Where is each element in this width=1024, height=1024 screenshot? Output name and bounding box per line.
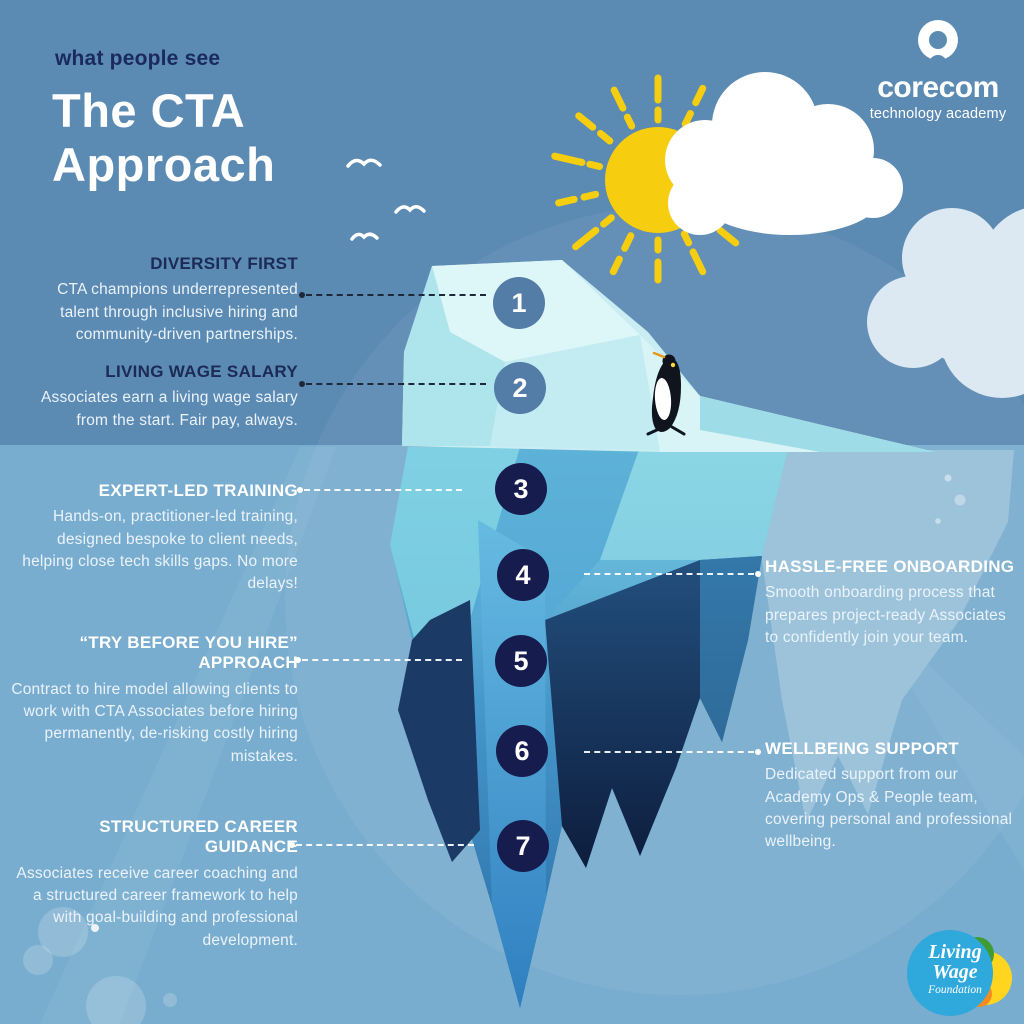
step-2-marker: 2	[494, 362, 546, 414]
step-2-label: LIVING WAGE SALARY Associates earn a liv…	[20, 362, 298, 432]
step-3-connector	[297, 487, 462, 493]
step-7-title: STRUCTURED CAREER GUIDANCE	[99, 817, 298, 857]
step-4-label: HASSLE-FREE ONBOARDING Smooth onboarding…	[765, 557, 1017, 649]
page-title-line1: The CTA	[52, 84, 246, 137]
living-wage-icon	[907, 930, 1012, 1016]
iceberg-underwater	[390, 447, 788, 1008]
penguin-icon	[646, 351, 686, 436]
bubbles	[23, 474, 966, 1024]
step-7-body: Associates receive career coaching and a…	[16, 864, 298, 949]
cloud-icon	[867, 208, 1024, 398]
living-wage-foundation-logo: Living Wage Foundation	[903, 928, 1019, 1020]
step-7-connector	[289, 842, 474, 848]
step-1-body: CTA champions underrepresented talent th…	[57, 281, 298, 344]
step-5-body: Contract to hire model allowing clients …	[11, 680, 298, 765]
step-3-title: EXPERT-LED TRAINING	[98, 481, 298, 500]
cloud-icon	[665, 72, 903, 235]
brand-tagline: technology academy	[869, 106, 1007, 122]
step-4-marker: 4	[497, 549, 549, 601]
light-shafts	[40, 447, 1024, 1024]
step-3-body: Hands-on, practitioner-led training, des…	[22, 508, 298, 593]
step-4-title: HASSLE-FREE ONBOARDING	[765, 557, 1015, 576]
page-title-line2: Approach	[52, 137, 276, 191]
step-4-connector	[584, 571, 761, 577]
step-1-connector	[299, 292, 486, 298]
eyebrow-text: what people see	[55, 47, 221, 70]
step-7-label: STRUCTURED CAREER GUIDANCE Associates re…	[8, 817, 298, 952]
step-1-title: DIVERSITY FIRST	[150, 254, 298, 273]
step-7-marker: 7	[497, 820, 549, 872]
step-6-title: WELLBEING SUPPORT	[765, 739, 959, 758]
corecom-logo: corecom technology academy	[862, 18, 1014, 122]
step-6-body: Dedicated support from our Academy Ops &…	[765, 766, 1013, 851]
step-3-marker: 3	[495, 463, 547, 515]
brand-name: corecom	[877, 71, 999, 104]
step-1-label: DIVERSITY FIRST CTA champions underrepre…	[20, 254, 298, 346]
page-title: The CTA Approach	[52, 84, 275, 191]
step-6-connector	[584, 749, 761, 755]
step-2-body: Associates earn a living wage salary fro…	[40, 389, 298, 429]
step-4-body: Smooth onboarding process that prepares …	[765, 584, 1006, 647]
step-6-marker: 6	[496, 725, 548, 777]
step-2-connector	[299, 381, 486, 387]
step-5-label: “TRY BEFORE YOU HIRE” APPROACH Contract …	[8, 633, 298, 768]
step-5-title: “TRY BEFORE YOU HIRE” APPROACH	[79, 633, 298, 673]
step-5-connector	[295, 657, 462, 663]
iceberg-back-slab	[760, 450, 1014, 822]
corecom-icon	[918, 20, 958, 73]
step-3-label: EXPERT-LED TRAINING Hands-on, practition…	[8, 481, 298, 596]
step-5-marker: 5	[495, 635, 547, 687]
step-1-marker: 1	[493, 277, 545, 329]
bird-icon	[346, 158, 426, 241]
step-6-label: WELLBEING SUPPORT Dedicated support from…	[765, 739, 1013, 854]
step-2-title: LIVING WAGE SALARY	[105, 362, 298, 381]
